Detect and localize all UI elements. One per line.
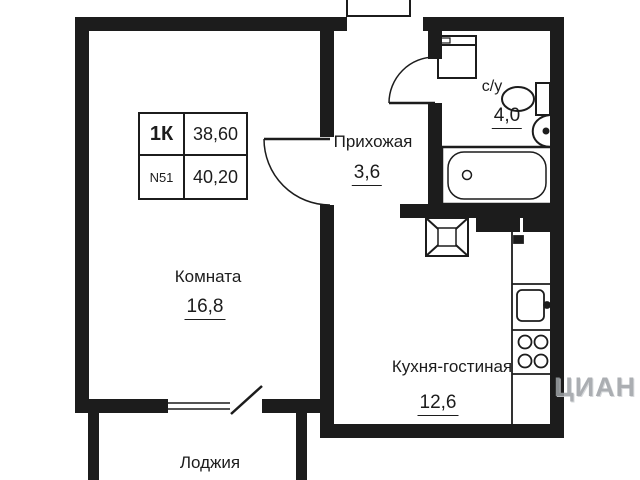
bathtub-icon bbox=[440, 145, 554, 206]
vent-shaft-icon bbox=[425, 217, 469, 257]
bathroom-door bbox=[388, 56, 436, 105]
kitchen-counter bbox=[511, 232, 550, 424]
kitchen-label: Кухня-гостиная bbox=[391, 357, 513, 376]
apartment-number: N51 bbox=[140, 156, 185, 198]
room-door bbox=[263, 137, 331, 206]
entrance-door-opening bbox=[346, 0, 411, 17]
balcony-door bbox=[230, 385, 263, 415]
hallway-label: Прихожая bbox=[333, 132, 413, 151]
room-label: Комната bbox=[174, 267, 242, 286]
apartment-area-1: 38,60 bbox=[185, 114, 246, 156]
kitchen-sink-icon bbox=[516, 289, 551, 322]
bathroom-area: 4,0 bbox=[491, 105, 523, 129]
kitchen-area: 12,6 bbox=[417, 392, 459, 416]
bathroom-label: с/у bbox=[481, 78, 503, 95]
washing-machine-icon bbox=[437, 35, 477, 79]
loggia-label: Лоджия bbox=[179, 453, 241, 472]
apartment-area-2: 40,20 bbox=[192, 166, 239, 187]
kitchen-cabinets bbox=[476, 204, 554, 232]
watermark: ЦИАН bbox=[554, 372, 637, 402]
hallway-area: 3,6 bbox=[351, 162, 383, 186]
room-area: 16,8 bbox=[184, 296, 226, 320]
toilet-icon bbox=[501, 82, 551, 116]
window-to-loggia bbox=[168, 402, 230, 410]
stove-icon bbox=[517, 334, 549, 369]
apartment-type: 1К bbox=[140, 114, 185, 156]
info-box: 1К 38,60 N51 40,20 bbox=[138, 112, 248, 200]
bathroom-sink-icon bbox=[531, 114, 551, 148]
